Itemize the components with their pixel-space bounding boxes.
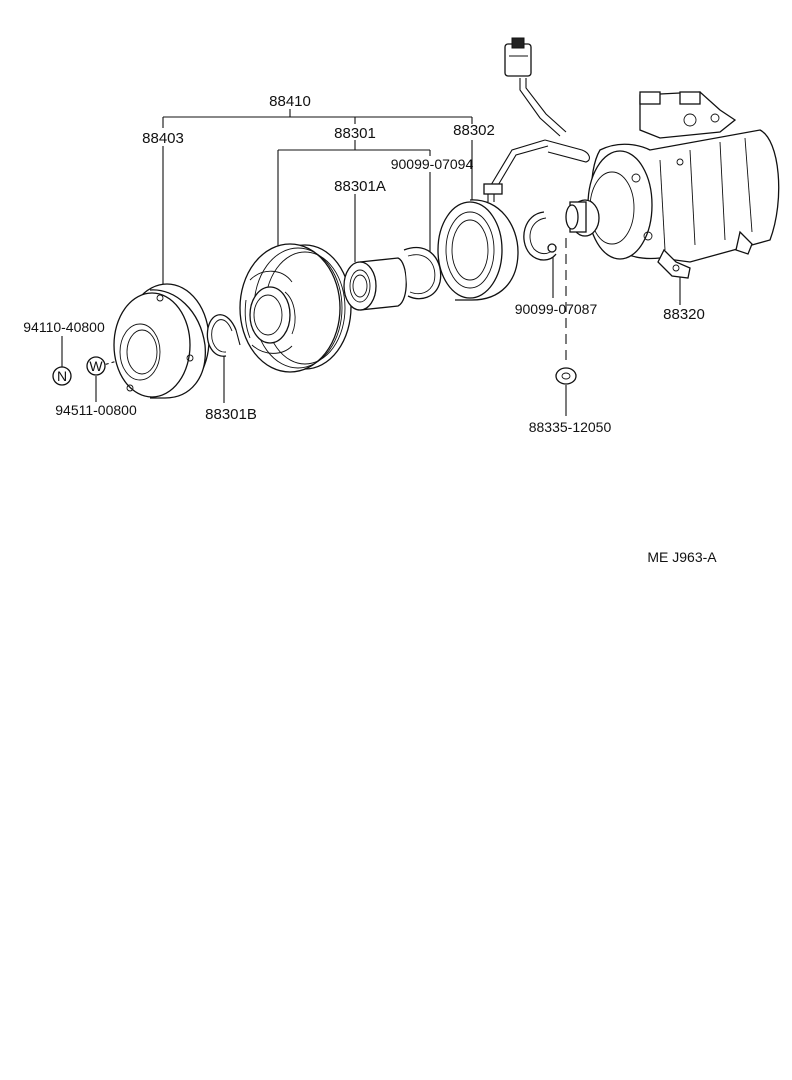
stator-coil: [437, 139, 549, 301]
label-snap-ring-a: 90099-07094: [391, 156, 474, 172]
label-snap-ring-c: 90099-07087: [515, 301, 598, 317]
armature-plate: [113, 283, 210, 399]
bearing: [343, 257, 407, 311]
leader-lines: [61, 109, 681, 416]
label-nut: 94110-40800: [23, 319, 105, 335]
nut-symbol: N: [57, 368, 67, 384]
nut-icon: N: [52, 366, 72, 386]
pulley: [239, 243, 352, 373]
snap-ring-90099-07094: [403, 247, 442, 300]
label-shim: 88335-12050: [529, 419, 612, 435]
label-plate: 88403: [142, 130, 184, 147]
washer-icon: W: [86, 356, 106, 376]
snap-ring-88301b: [206, 314, 241, 357]
compressor-body: [565, 91, 780, 279]
label-bearing: 88301A: [334, 178, 386, 195]
label-snap-ring-b: 88301B: [205, 406, 257, 423]
label-compressor: 88320: [663, 306, 705, 323]
label-washer: 94511-00800: [55, 402, 137, 418]
reference-code: ME J963-A: [647, 549, 717, 565]
part-labels: 88410 88403 88301 88302 90099-07094 8830…: [23, 93, 717, 565]
snap-ring-90099-07087: [523, 211, 557, 261]
connector-wire: [504, 37, 591, 163]
shim: [555, 367, 577, 385]
label-assy: 88410: [269, 93, 311, 110]
label-stator: 88302: [453, 122, 495, 139]
washer-symbol: W: [89, 358, 103, 374]
label-pulley: 88301: [334, 125, 376, 142]
